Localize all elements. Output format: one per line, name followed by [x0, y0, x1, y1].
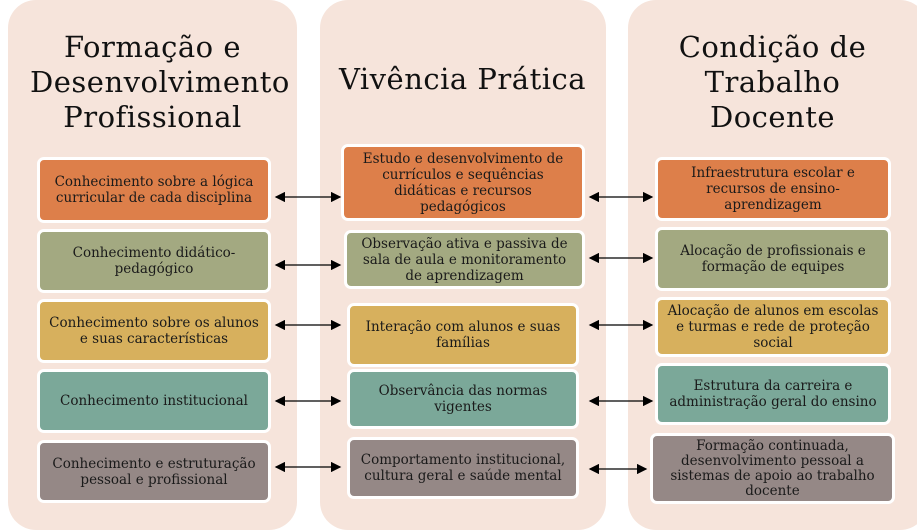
- box-formacao-4: Conhecimento institucional: [37, 369, 271, 433]
- box-condicao-1: Infraestrutura escolar e recursos de ens…: [655, 157, 891, 221]
- box-vivencia-1: Estudo e desenvolvimento de currículos e…: [341, 144, 585, 221]
- box-formacao-1: Conhecimento sobre a lógica curricular d…: [37, 157, 271, 223]
- box-formacao-2: Conhecimento didático-pedagógico: [37, 229, 271, 293]
- box-vivencia-3: Interação com alunos e suas famílias: [347, 303, 579, 367]
- column-title-condicao: Condição de Trabalho Docente: [678, 30, 867, 134]
- box-vivencia-2: Observação ativa e passiva de sala de au…: [344, 230, 585, 289]
- box-formacao-3: Conhecimento sobre os alunos e suas cara…: [37, 299, 271, 363]
- box-formacao-5: Conhecimento e estruturação pessoal e pr…: [37, 440, 271, 503]
- box-condicao-2: Alocação de profissionais e formação de …: [655, 227, 891, 291]
- box-condicao-4: Estrutura da carreira e administração ge…: [655, 363, 891, 425]
- column-title-vivencia: Vivência Prática: [338, 62, 587, 96]
- column-title-formacao: Formação e Desenvolvimento Profissional: [30, 30, 290, 134]
- box-vivencia-5: Comportamento institucional, cultura ger…: [347, 437, 579, 499]
- box-condicao-3: Alocação de alunos em escolas e turmas e…: [655, 297, 891, 357]
- box-condicao-5: Formação continuada, desenvolvimento pes…: [650, 433, 895, 504]
- box-vivencia-4: Observância das normas vigentes: [347, 369, 579, 429]
